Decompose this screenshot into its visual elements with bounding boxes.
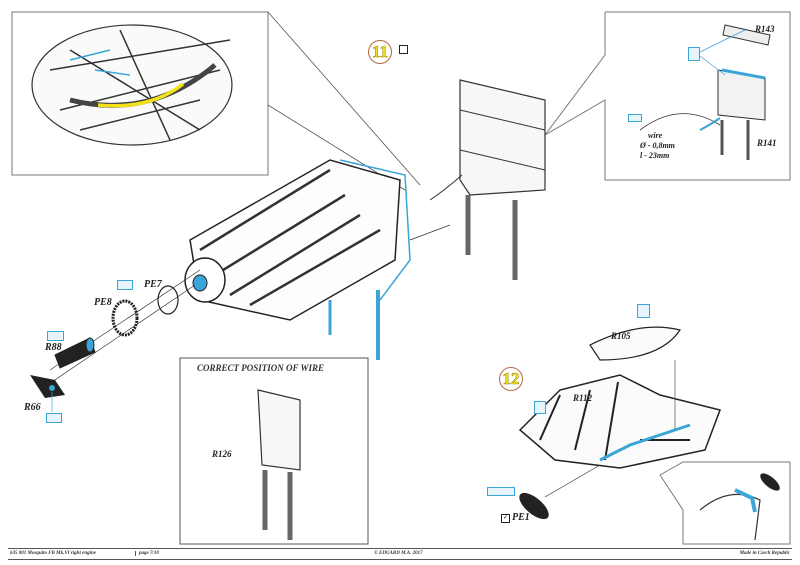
part-r66 <box>30 375 65 398</box>
part-pe1 <box>519 492 549 520</box>
color-reference-tag <box>688 47 700 61</box>
part-label-r105: R105 <box>611 331 631 341</box>
part-label-pe1: PE1 <box>512 512 530 523</box>
footer-title: 635 001 Mosquito FB Mk.VI right engine <box>10 551 96 556</box>
engine-bay-detail <box>31 24 233 146</box>
color-reference-tag <box>487 487 515 496</box>
wire-diameter: Ø - 0,8mm <box>640 141 675 150</box>
part-label-pe7: PE7 <box>144 279 162 290</box>
page-reference-icon <box>399 45 408 54</box>
part-label-r66: R66 <box>24 402 41 413</box>
detail-inset-frame <box>659 461 791 545</box>
part-pe8 <box>111 299 139 337</box>
callout-frame <box>544 11 791 181</box>
cowling-assembly <box>518 326 721 469</box>
footer-copyright: © EDUARD M.A. 2017 <box>374 551 423 556</box>
correct-position-title: CORRECT POSITION OF WIRE <box>197 363 324 373</box>
color-reference-tag <box>637 304 650 318</box>
part-label-r141: R141 <box>757 138 777 148</box>
part-label-pe8: PE8 <box>94 297 112 308</box>
color-reference-tag <box>628 114 642 122</box>
step-number-12: 12 <box>499 367 523 391</box>
inset-pointer-line <box>267 11 421 186</box>
footer-origin: Made in Czech Republic <box>739 551 790 556</box>
checkbox-icon: ✓ <box>501 514 510 523</box>
part-label-r88: R88 <box>45 342 62 353</box>
color-reference-tag <box>117 280 133 290</box>
part-r105 <box>589 326 681 361</box>
step-number-11: 11 <box>368 40 392 64</box>
wire-label: wire <box>648 131 663 140</box>
color-reference-tag <box>46 413 62 423</box>
part-label-r112: R112 <box>573 393 593 403</box>
part-label-r126: R126 <box>212 449 232 459</box>
yellow-wire-highlight <box>97 82 185 108</box>
part-pe7 <box>157 285 179 315</box>
part-r88 <box>54 337 96 369</box>
color-reference-tag <box>534 401 546 414</box>
footer-bar: 635 001 Mosquito FB Mk.VI right engine p… <box>8 548 792 560</box>
firewall-panel <box>429 79 546 280</box>
footer-page: page 7/10 <box>135 551 159 556</box>
color-reference-tag <box>47 331 64 341</box>
engine-assembly <box>184 159 411 360</box>
wire-length: l - 23mm <box>640 151 670 160</box>
part-label-r143: R143 <box>755 24 775 34</box>
